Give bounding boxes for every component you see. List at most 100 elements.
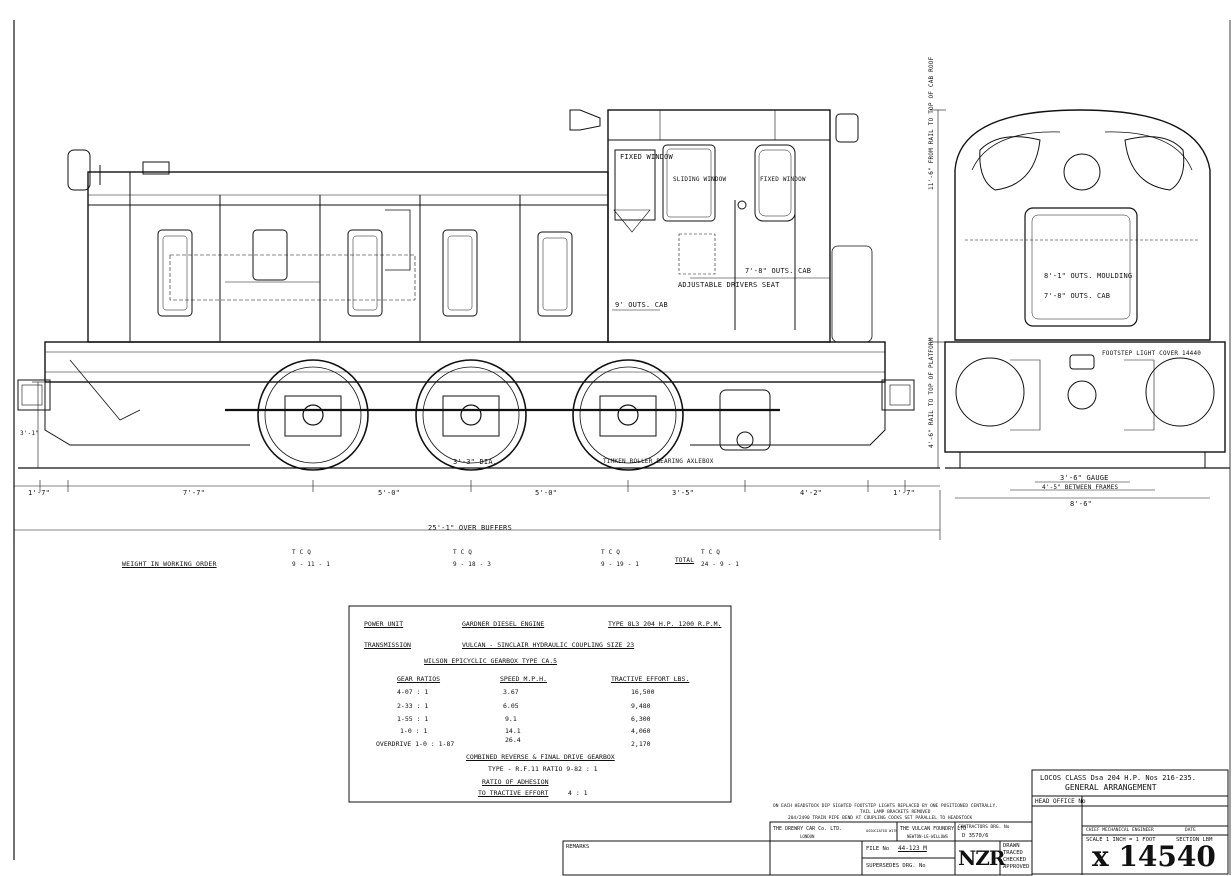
title-general-arrangement: GENERAL ARRANGEMENT	[1065, 783, 1157, 792]
bonnet-door-4	[442, 229, 478, 317]
weight-axle-3: 9 - 19 - 1	[601, 561, 640, 568]
title-file-no-label: FILE No	[866, 846, 890, 852]
weight-axle-2: 9 - 18 - 3	[453, 561, 492, 568]
end-window-left	[979, 136, 1041, 191]
spec-final-drive-type: TYPE - R.F.11 RATIO 9-82 : 1	[488, 765, 598, 773]
buffer-left	[17, 379, 51, 411]
spec-final-drive: COMBINED REVERSE & FINAL DRIVE GEARBOX	[466, 753, 615, 761]
bonnet-door-5	[537, 231, 573, 317]
spec-row-speed: 6.05	[503, 702, 519, 710]
spec-col-speed: SPEED M.P.H.	[500, 675, 547, 683]
weight-units-2: T C Q	[453, 549, 473, 556]
title-approved: APPROVED	[1003, 864, 1030, 870]
label-rail-to-platform: 4'-6" RAIL TO TOP OF PLATFORM	[928, 337, 935, 448]
bonnet-door-1	[157, 229, 193, 317]
label-outs-cab-9: 9' OUTS. CAB	[615, 301, 668, 309]
title-vulcan-addr: NEWTON-LE-WILLOWS	[907, 834, 948, 839]
end-buffer-left	[955, 357, 1025, 427]
cab-lamp	[835, 113, 859, 143]
radiator-cap	[67, 149, 91, 191]
dim-wheelbase-5: 4'-2"	[800, 489, 823, 497]
wheel-1	[257, 359, 369, 471]
label-sliding-window: SLIDING WINDOW	[673, 176, 727, 183]
weight-title: WEIGHT IN WORKING ORDER	[122, 560, 217, 568]
title-file-no-value: 44-123 M	[898, 845, 927, 852]
dim-over-buffers: 25'-1" OVER BUFFERS	[428, 524, 512, 532]
side-elevation	[17, 109, 940, 471]
spec-transmission-line2: WILSON EPICYCLIC GEARBOX TYPE CA.5	[424, 657, 558, 665]
label-timken-axlebox: TIMKEN ROLLER BEARING AXLEBOX	[603, 458, 714, 465]
weight-units-1: T C Q	[292, 549, 312, 556]
label-fixed-window-1: FIXED WINDOW	[620, 153, 673, 161]
weight-total-label: TOTAL	[675, 557, 695, 564]
end-radiator-grille	[1024, 207, 1138, 327]
label-fixed-window-2: FIXED WINDOW	[760, 176, 806, 183]
title-checked: CHECKED	[1003, 857, 1027, 863]
wheel-3	[572, 359, 684, 471]
weight-units-3: T C Q	[601, 549, 621, 556]
spec-row-speed: 9.1	[505, 715, 517, 723]
title-remarks: REMARKS	[566, 844, 590, 850]
cab-fixed-window-right	[754, 144, 796, 222]
label-outs-cab-end: 7'-8" OUTS. CAB	[1044, 292, 1111, 300]
spec-col-effort: TRACTIVE EFFORT LBS.	[611, 675, 690, 683]
dimension-lines	[13, 109, 946, 540]
title-vulcan: THE VULCAN FOUNDRY LTD	[900, 826, 967, 832]
title-locos-class: LOCOS CLASS Dsa 204 H.P. Nos 216-235.	[1040, 774, 1196, 782]
end-elevation	[944, 109, 1230, 499]
title-chief-mech: CHIEF MECHANICAL ENGINEER	[1086, 828, 1154, 833]
spec-row-gear: 4-07 : 1	[397, 688, 429, 696]
end-buffer-right	[1145, 357, 1215, 427]
spec-row-speed: 14.1	[505, 727, 521, 735]
nzr-logo: NZR	[958, 846, 1006, 870]
weight-units-4: T C Q	[701, 549, 721, 556]
end-cab-outline	[954, 109, 1211, 341]
dim-wheelbase-4: 3'-5"	[672, 489, 695, 497]
spec-col-gear: GEAR RATIOS	[397, 675, 441, 683]
title-block	[562, 769, 1229, 876]
title-scale: SCALE 1 INCH = 1 FOOT	[1086, 837, 1156, 843]
note-line-1: ON EACH HEADSTOCK DIP SIGHTED FOOTSTEP L…	[773, 804, 998, 809]
title-head-office: HEAD OFFICE No	[1035, 798, 1086, 805]
spec-power-unit-type: TYPE 8L3 204 H.P. 1200 R.P.M.	[608, 620, 722, 628]
dim-wheelbase-2: 5'-0"	[378, 489, 401, 497]
dim-wheelbase-3: 5'-0"	[535, 489, 558, 497]
spec-row-effort: 6,300	[631, 715, 651, 723]
spec-row-speed: 26.4	[505, 736, 521, 744]
spec-row-gear: 2-33 : 1	[397, 702, 429, 710]
title-drewry-addr: LONDON	[800, 834, 815, 839]
label-end-width: 8'-6"	[1070, 500, 1093, 508]
note-line-3: 204/2490 TRAIN PIPE BEND AT COUPLING COC…	[788, 816, 973, 821]
drawing-number: x 14540	[1092, 840, 1216, 873]
end-platform	[944, 341, 1226, 453]
label-wheel-dia: 3'-3" DIA.	[453, 458, 498, 466]
spec-table-box	[348, 605, 732, 803]
spec-row-gear: 1-55 : 1	[397, 715, 429, 723]
buffer-right	[881, 379, 915, 411]
title-date: DATE	[1185, 828, 1196, 833]
end-window-right	[1124, 136, 1185, 191]
spec-row-effort: 2,170	[631, 740, 651, 748]
title-associated: ASSOCIATED WITH	[866, 829, 898, 833]
spec-row-effort: 4,060	[631, 727, 651, 735]
spec-row-gear: 1-0 : 1	[400, 727, 428, 735]
spec-power-unit-label: POWER UNIT	[364, 620, 404, 628]
title-drewry: THE DREWRY CAR Co. LTD.	[773, 826, 843, 832]
dim-side-height: 3'-1"	[20, 430, 40, 437]
weight-axle-1: 9 - 11 - 1	[292, 561, 331, 568]
title-supersedes: SUPERSEDES DRG. No	[866, 863, 926, 869]
spec-transmission-label: TRANSMISSION	[364, 641, 411, 649]
dim-left-overhang: 1'-7"	[28, 489, 51, 497]
cab-sliding-window	[662, 144, 716, 222]
spec-adhesion-1: RATIO OF ADHESION	[482, 778, 549, 786]
spec-row-gear: OVERDRIVE 1-0 : 1-87	[376, 740, 455, 748]
dim-wheelbase-1: 7'-7"	[183, 489, 206, 497]
cab-fixed-window-left	[614, 149, 656, 221]
dim-right-overhang: 1'-7"	[893, 489, 916, 497]
title-contractors-no: D 3570/6	[962, 833, 989, 839]
title-section: SECTION LBM	[1176, 837, 1213, 843]
end-headlamp	[1063, 153, 1101, 191]
label-outs-moulding: 8'-1" OUTS. MOULDING	[1044, 272, 1133, 280]
